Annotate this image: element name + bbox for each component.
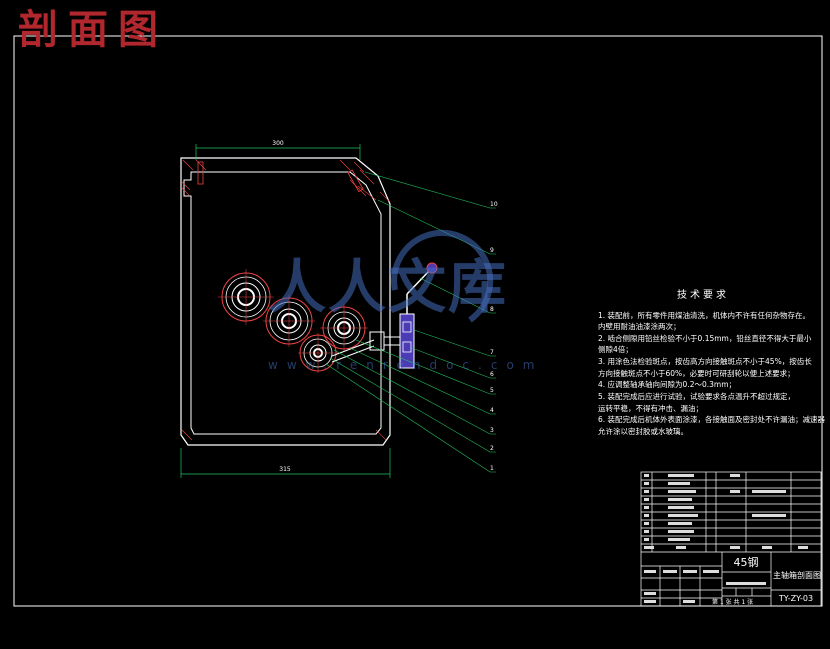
title-block-material: 45钢 xyxy=(733,556,759,569)
note-line: 6. 装配完成后机体外表面涂漆，各接触面及密封处不许漏油；减速器 xyxy=(598,415,826,425)
top-dimension-value: 300 xyxy=(272,140,284,147)
technical-requirements: 技术要求 1. 装配前，所有零件用煤油清洗，机体内不许有任何杂物存在。 内壁用耐… xyxy=(598,288,826,437)
balloon-4: 4 xyxy=(490,407,494,414)
balloon-10: 10 xyxy=(490,201,498,208)
title-block xyxy=(640,471,822,607)
note-line: 侧隙4倍； xyxy=(598,345,633,355)
balloon-6: 6 xyxy=(490,371,494,378)
note-line: 3. 用涂色法检验斑点，按齿高方向接触斑点不小于45%，按齿长 xyxy=(598,357,812,366)
technical-requirements-title: 技术要求 xyxy=(677,290,729,301)
note-line: 允许涂以密封胶或水玻璃。 xyxy=(598,426,688,436)
title-block-sheet: 第 1 张 共 1 张 xyxy=(712,599,754,606)
top-dimension xyxy=(195,144,361,160)
note-line: 2. 啮合侧隙用铅丝检验不小于0.15mm，铅丝直径不得大于最小 xyxy=(598,333,812,343)
balloon-5: 5 xyxy=(490,387,494,394)
watermark-text: 人人文库 xyxy=(268,253,509,321)
title-block-name: 主轴箱剖面图 xyxy=(773,571,821,580)
note-line: 内壁用耐油油漆涂两次； xyxy=(598,322,681,332)
note-line: 5. 装配完成后应进行试验，试验要求各点温升不超过规定， xyxy=(598,391,796,401)
balloon-9: 9 xyxy=(490,247,494,254)
bottom-dimension-value: 315 xyxy=(279,466,291,473)
balloon-8: 8 xyxy=(490,306,494,313)
shift-lever xyxy=(331,262,438,369)
gear-middle xyxy=(263,295,315,347)
gear-small xyxy=(298,333,338,373)
bottom-dimension xyxy=(180,448,391,478)
balloon-1: 1 xyxy=(490,465,494,472)
gear-right xyxy=(320,304,368,352)
housing-outline xyxy=(180,157,391,446)
note-line: 运转平稳，不得有冲击、漏油； xyxy=(598,403,703,413)
bolt-right xyxy=(347,169,364,193)
watermark-url: www.renrendoc.com xyxy=(268,358,544,372)
gear-large xyxy=(218,269,274,325)
note-line: 4. 应调整轴承轴向间隙为0.2～0.3mm； xyxy=(598,380,737,390)
leader-lines xyxy=(325,171,496,473)
title-block-code: TY-ZY-03 xyxy=(778,594,814,603)
housing-inner-wall xyxy=(183,171,382,435)
balloon-labels: 10 9 8 7 6 5 4 3 2 1 xyxy=(490,201,498,472)
balloon-7: 7 xyxy=(490,349,494,356)
balloon-3: 3 xyxy=(490,427,494,434)
sheet-border xyxy=(13,35,823,607)
bolt-left xyxy=(197,161,204,185)
watermark-logo xyxy=(391,229,494,323)
drawing-title: 剖面图 xyxy=(18,6,168,53)
balloon-2: 2 xyxy=(490,445,494,452)
note-line: 方向接触斑点不小于60%，必要时可研刮轮以便上述要求； xyxy=(598,368,795,378)
title-block-cells xyxy=(644,474,808,603)
note-line: 1. 装配前，所有零件用煤油清洗，机体内不许有任何杂物存在。 xyxy=(598,310,811,320)
